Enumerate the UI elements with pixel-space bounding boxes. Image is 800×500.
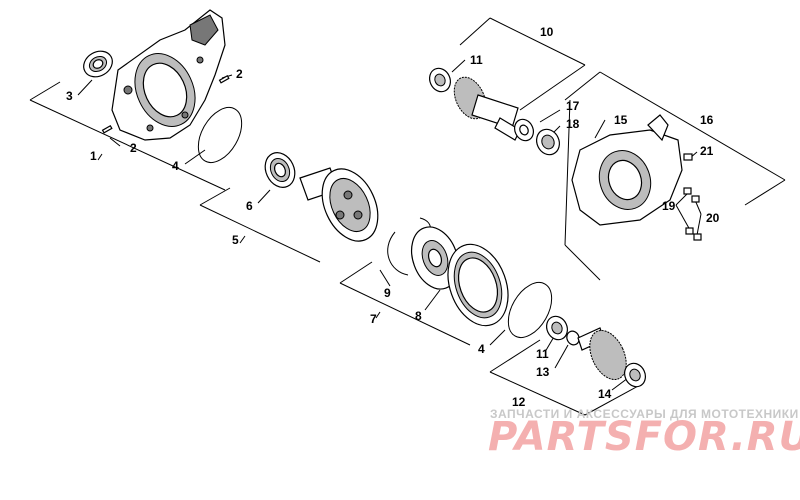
callout-9: 9 xyxy=(384,286,391,300)
gear-shaft-part-10 xyxy=(453,76,521,141)
seal-part-3 xyxy=(83,50,113,78)
callout-1: 1 xyxy=(90,149,97,163)
callout-3: 3 xyxy=(66,89,73,103)
callout-13: 13 xyxy=(536,365,550,379)
callout-15: 15 xyxy=(614,113,628,127)
snap-ring-part-4-upper xyxy=(197,107,243,163)
callout-5: 5 xyxy=(232,233,239,247)
callout-11-upper: 11 xyxy=(470,53,483,67)
watermark: ЗАПЧАСТИ И АКСЕССУАРЫ ДЛЯ МОТОТЕХНИКИ PA… xyxy=(488,407,800,460)
callout-2-upper: 2 xyxy=(236,67,243,81)
callout-19: 19 xyxy=(662,199,676,213)
callout-6: 6 xyxy=(246,199,253,213)
callout-17: 17 xyxy=(566,99,580,113)
callout-20: 20 xyxy=(706,211,720,225)
gear-shaft-part-12 xyxy=(577,327,627,381)
callout-8: 8 xyxy=(415,309,422,323)
cover-part-15 xyxy=(571,114,683,226)
callout-10: 10 xyxy=(540,25,554,39)
bolt-part-19 xyxy=(683,187,694,235)
sun-gear xyxy=(411,226,459,290)
dowel-pins-part-2 xyxy=(101,74,230,134)
bolt-part-21 xyxy=(683,153,693,161)
callout-12: 12 xyxy=(512,395,526,409)
callout-4-lower: 4 xyxy=(478,342,485,356)
callout-11-lower: 11 xyxy=(536,347,549,361)
callout-7: 7 xyxy=(370,312,377,326)
housing-part-1 xyxy=(111,9,226,141)
bolt-part-20 xyxy=(691,195,702,241)
callout-labels: 3 2 2 1 4 6 5 9 7 8 4 10 11 17 18 15 16 … xyxy=(66,25,720,409)
washer-part-13 xyxy=(566,330,580,346)
watermark-tagline: ЗАПЧАСТИ И АКСЕССУАРЫ ДЛЯ МОТОТЕХНИКИ xyxy=(490,407,799,421)
callout-18: 18 xyxy=(566,117,580,131)
callout-2-lower: 2 xyxy=(130,141,137,155)
callout-4-upper: 4 xyxy=(172,159,179,173)
ring-gear-part-8 xyxy=(447,243,509,327)
callout-21: 21 xyxy=(700,144,714,158)
seal-part-14 xyxy=(624,362,646,388)
watermark-brand: PARTSFOR.RU xyxy=(488,414,800,460)
washer-part-17 xyxy=(514,118,534,142)
snap-ring-part-4-lower xyxy=(507,282,553,338)
callout-14: 14 xyxy=(598,387,612,401)
bearing-part-11-lower xyxy=(546,315,568,341)
bearing-part-6 xyxy=(264,152,296,188)
bracket-lines xyxy=(29,17,786,416)
carrier-part-5 xyxy=(299,167,379,242)
bearing-part-11-upper xyxy=(429,67,451,93)
bearing-part-18 xyxy=(536,128,560,156)
callout-16: 16 xyxy=(700,113,714,127)
